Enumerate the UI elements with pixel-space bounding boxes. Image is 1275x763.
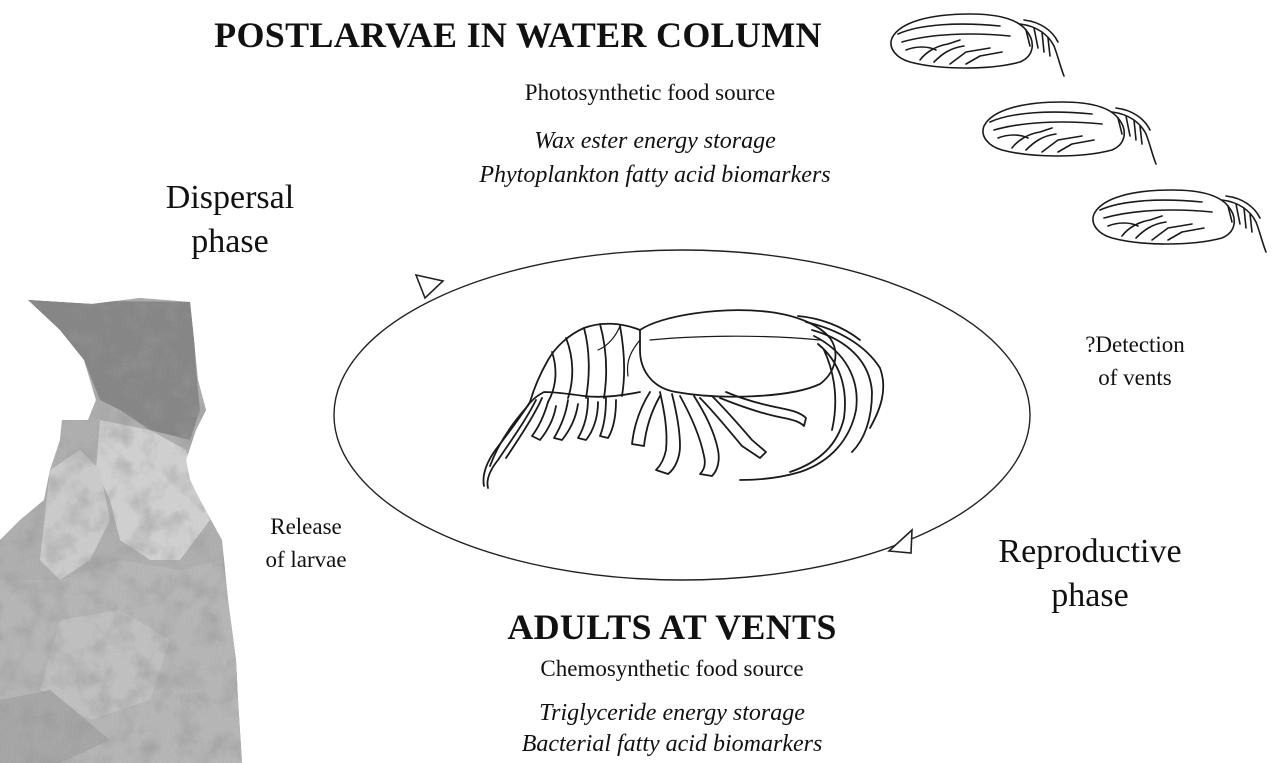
adults-at-vents-title: ADULTS AT VENTS (462, 606, 882, 648)
detection-line1: ?Detection (1050, 328, 1220, 361)
postlarvae-title: POSTLARVAE IN WATER COLUMN (188, 14, 848, 56)
postlarva-shrimp-1 (891, 14, 1064, 76)
cycle-arrow-lower (889, 530, 912, 553)
dispersal-phase-label: Dispersal phase (120, 176, 340, 264)
dispersal-line2: phase (120, 220, 340, 264)
wax-ester-label: Wax ester energy storage (440, 128, 870, 155)
reproductive-phase-label: Reproductive phase (960, 530, 1220, 618)
dispersal-line1: Dispersal (120, 176, 340, 220)
release-line1: Release (236, 510, 376, 543)
reproductive-line2: phase (960, 574, 1220, 618)
cycle-arrow-upper (416, 275, 443, 298)
triglyceride-label: Triglyceride energy storage (452, 700, 892, 727)
adult-shrimp-drawing (483, 310, 883, 488)
bacterial-biomarkers-label: Bacterial fatty acid biomarkers (452, 731, 892, 758)
chemosynthetic-food-label: Chemosynthetic food source (462, 656, 882, 682)
cycle-ellipse (334, 250, 1030, 580)
postlarva-shrimp-2 (983, 102, 1156, 164)
detection-of-vents-label: ?Detection of vents (1050, 328, 1220, 394)
release-of-larvae-label: Release of larvae (236, 510, 376, 576)
reproductive-line1: Reproductive (960, 530, 1220, 574)
vent-chimney-image (0, 295, 250, 763)
postlarva-shrimp-3 (1093, 190, 1266, 252)
release-line2: of larvae (236, 543, 376, 576)
phytoplankton-biomarkers-label: Phytoplankton fatty acid biomarkers (410, 162, 900, 189)
photosynthetic-food-label: Photosynthetic food source (450, 80, 850, 106)
detection-line2: of vents (1050, 361, 1220, 394)
